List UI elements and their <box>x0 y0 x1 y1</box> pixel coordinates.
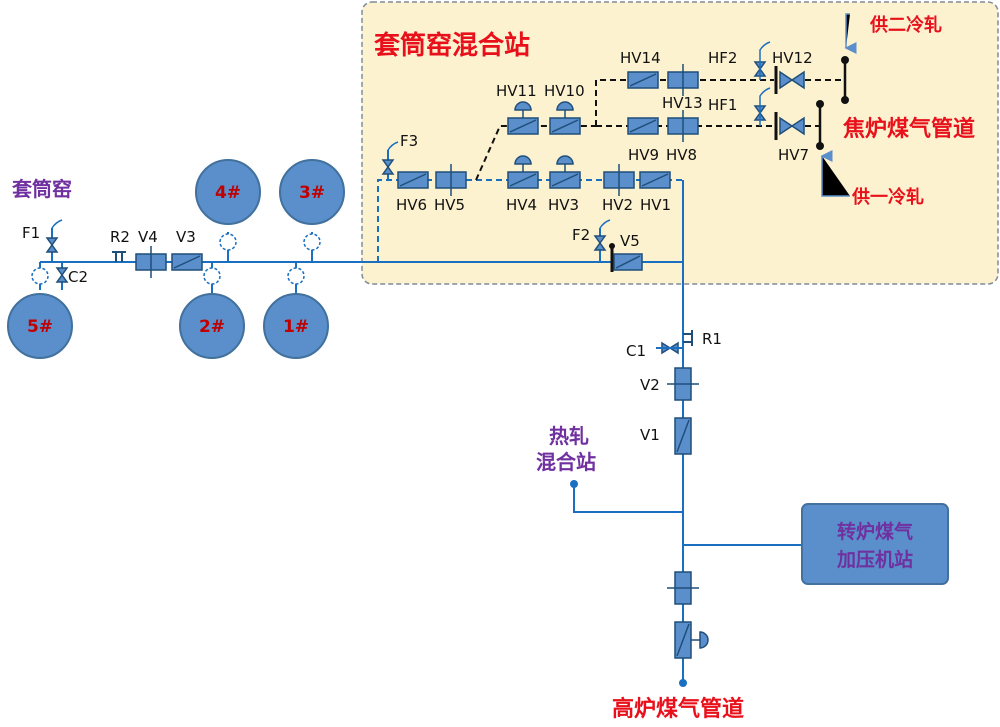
svg-text:HV11: HV11 <box>496 82 537 100</box>
valve-bf-upper[interactable] <box>667 571 699 605</box>
svg-text:V4: V4 <box>138 228 158 246</box>
valve-hv4[interactable] <box>507 155 539 189</box>
svg-text:加压机站: 加压机站 <box>836 548 913 571</box>
valve-bf-lower[interactable] <box>674 621 709 659</box>
valve-v1[interactable] <box>674 417 692 455</box>
svg-text:R1: R1 <box>702 330 722 348</box>
svg-text:HV7: HV7 <box>778 146 809 164</box>
valve-v4[interactable] <box>135 246 167 278</box>
svg-text:HV2: HV2 <box>602 196 633 214</box>
valve-hv11[interactable] <box>507 101 539 135</box>
svg-text:V3: V3 <box>176 228 196 246</box>
svg-text:1#: 1# <box>283 317 309 337</box>
svg-text:C2: C2 <box>68 268 88 286</box>
valve-hv9[interactable] <box>627 117 659 135</box>
svg-text:HV8: HV8 <box>666 146 697 164</box>
svg-text:F3: F3 <box>400 132 418 150</box>
valve-hv7[interactable] <box>779 116 805 136</box>
water-seal-icon <box>31 233 321 285</box>
valve-hf2[interactable] <box>753 41 771 80</box>
supply2-arrow <box>844 13 857 54</box>
hot-rolling-label-1: 热轧 <box>549 424 589 448</box>
coke-dash-2 <box>595 79 774 126</box>
svg-text:R2: R2 <box>110 228 130 246</box>
supply1-arrow <box>820 150 850 197</box>
tank-2[interactable]: 2# <box>179 293 245 359</box>
valve-hv3[interactable] <box>549 155 581 189</box>
svg-text:3#: 3# <box>299 183 325 203</box>
svg-text:F1: F1 <box>22 224 40 242</box>
bf-pipe-label: 高炉煤气管道 <box>612 696 744 722</box>
svg-text:C1: C1 <box>626 342 646 360</box>
valve-f3[interactable] <box>381 141 399 175</box>
hot-rolling-label-2: 混合站 <box>536 450 596 474</box>
station-title: 套筒窑混合站 <box>374 30 530 61</box>
station-loop-left <box>377 179 683 262</box>
valve-v5[interactable] <box>609 243 643 272</box>
valve-c1[interactable] <box>656 341 683 355</box>
svg-text:V5: V5 <box>620 232 640 250</box>
tank-4[interactable]: 4# <box>195 159 261 225</box>
valve-hv1[interactable] <box>639 171 671 189</box>
valve-hv5[interactable] <box>435 164 467 196</box>
svg-text:HV14: HV14 <box>620 49 661 67</box>
svg-text:HV10: HV10 <box>544 82 585 100</box>
valve-v2[interactable] <box>667 367 699 401</box>
svg-text:HV5: HV5 <box>434 196 465 214</box>
valve-hv6[interactable] <box>397 171 429 189</box>
svg-text:HV13: HV13 <box>662 94 703 112</box>
svg-text:V2: V2 <box>640 376 660 394</box>
supply2-label: 供二冷轧 <box>869 14 942 36</box>
svg-text:HV1: HV1 <box>640 196 671 214</box>
valve-f2[interactable] <box>593 219 611 251</box>
svg-text:F2: F2 <box>572 226 590 244</box>
svg-text:HF1: HF1 <box>708 96 737 114</box>
supply1-label: 供一冷轧 <box>851 186 924 208</box>
valve-hv13[interactable] <box>667 64 699 96</box>
svg-text:转炉煤气: 转炉煤气 <box>837 520 913 543</box>
tank-3[interactable]: 3# <box>279 159 345 225</box>
svg-text:HV3: HV3 <box>548 196 579 214</box>
kiln-label: 套筒窑 <box>12 177 72 201</box>
valve-v3[interactable] <box>171 253 203 271</box>
valve-hv14[interactable] <box>627 71 659 89</box>
converter-station-box[interactable]: 转炉煤气 加压机站 <box>801 503 949 585</box>
svg-text:HV12: HV12 <box>772 49 813 67</box>
hot-rolling-pipe <box>573 484 683 513</box>
valve-hv12[interactable] <box>779 70 805 90</box>
svg-text:V1: V1 <box>640 426 660 444</box>
tank-5[interactable]: 5# <box>7 293 73 359</box>
valve-c2[interactable] <box>55 267 69 283</box>
svg-text:HV9: HV9 <box>628 146 659 164</box>
valve-f1[interactable] <box>45 219 63 253</box>
valve-hf1[interactable] <box>753 87 771 126</box>
valve-r2[interactable] <box>112 251 126 262</box>
svg-text:HF2: HF2 <box>708 49 737 67</box>
coke-pipe-label: 焦炉煤气管道 <box>842 116 975 142</box>
svg-text:HV4: HV4 <box>506 196 537 214</box>
valve-hv2[interactable] <box>603 164 635 196</box>
svg-text:HV6: HV6 <box>396 196 427 214</box>
tank-1[interactable]: 1# <box>263 293 329 359</box>
svg-text:4#: 4# <box>215 183 241 203</box>
svg-text:2#: 2# <box>199 317 225 337</box>
valve-r1[interactable] <box>683 330 693 346</box>
valve-hv10[interactable] <box>549 101 581 135</box>
valve-hv8[interactable] <box>667 110 699 142</box>
svg-text:5#: 5# <box>27 317 53 337</box>
mixing-station-area <box>361 1 999 285</box>
